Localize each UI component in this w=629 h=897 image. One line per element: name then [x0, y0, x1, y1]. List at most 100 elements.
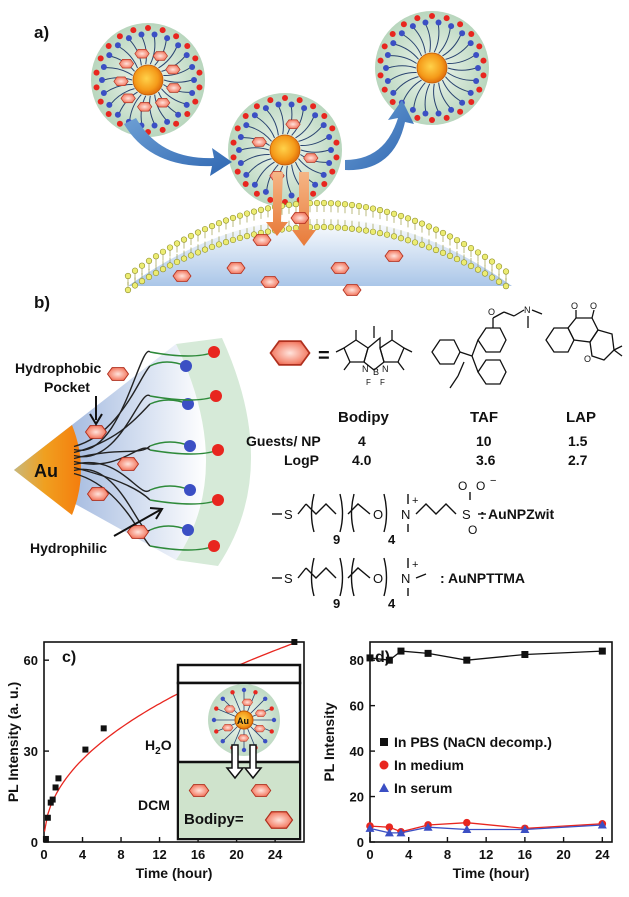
svg-text:B: B — [373, 367, 379, 377]
data-point — [385, 823, 394, 832]
inset-bodipy-label: Bodipy= — [184, 811, 244, 828]
svg-text:N: N — [362, 364, 369, 374]
right-transfer-arrow — [345, 100, 414, 171]
logp-lap: 2.7 — [568, 452, 588, 468]
nanoparticle-group — [91, 11, 489, 207]
hydrophilic-arrow — [113, 509, 161, 537]
data-point — [385, 656, 393, 664]
legend-marker — [379, 760, 389, 770]
ligand-ttma-structure — [272, 557, 427, 597]
data-point — [55, 775, 62, 782]
svg-text:O: O — [468, 523, 477, 537]
data-point — [463, 656, 471, 664]
y-tick-label: 30 — [24, 744, 38, 759]
x-tick-label: 0 — [366, 847, 373, 862]
svg-text:O: O — [584, 354, 591, 364]
x-tick-label: 20 — [556, 847, 570, 862]
data-point — [82, 746, 89, 753]
data-point — [397, 647, 405, 655]
svg-text:N: N — [401, 507, 410, 522]
guests-lap: 1.5 — [568, 433, 588, 449]
svg-text:O: O — [458, 479, 467, 493]
data-point — [365, 823, 375, 832]
logp-bodipy: 4.0 — [352, 452, 372, 468]
guest-name-bodipy: Bodipy — [338, 409, 389, 426]
x-tick-label: 8 — [444, 847, 451, 862]
y-tick-label: 40 — [350, 744, 364, 759]
data-point — [597, 820, 607, 829]
subscript-4-zwit: 4 — [388, 532, 396, 547]
interacting-nanoparticle — [228, 93, 342, 207]
data-point — [463, 818, 471, 827]
data-point — [423, 822, 433, 831]
legend-label: In medium — [394, 757, 464, 773]
plot-frame — [369, 641, 613, 843]
svg-text:S: S — [462, 507, 471, 522]
nanoparticle-wedge — [14, 338, 252, 566]
y-axis-label: PL Intensity (a. u.) — [5, 682, 21, 802]
x-tick-label: 8 — [117, 847, 124, 862]
ligand-zwit-name: : AuNPZwit — [480, 506, 554, 522]
x-tick-label: 24 — [268, 847, 283, 862]
data-point — [521, 651, 529, 658]
svg-text:+: + — [412, 559, 418, 571]
legend-label: In PBS (NaCN decomp.) — [394, 734, 552, 750]
svg-text:S: S — [284, 507, 293, 522]
svg-text:N: N — [401, 571, 410, 586]
y-tick-label: 60 — [24, 653, 38, 668]
inset-dcm-label: DCM — [138, 797, 170, 813]
x-tick-label: 12 — [479, 847, 493, 862]
x-tick-label: 16 — [191, 847, 205, 862]
ligand-ttma-name: : AuNPTTMA — [440, 570, 525, 586]
bodipy-structure — [335, 326, 413, 371]
data-point — [47, 799, 54, 806]
legend-d: In PBS (NaCN decomp.) In medium In serum — [379, 734, 552, 796]
x-tick-label: 12 — [152, 847, 166, 862]
data-point — [291, 639, 298, 645]
ligand-zwit-structure — [272, 492, 486, 533]
taf-structure — [431, 309, 543, 389]
y-tick-label: 80 — [350, 653, 364, 668]
y-tick-label: 60 — [350, 699, 364, 714]
guest-name-taf: TAF — [470, 409, 498, 426]
svg-text:O: O — [488, 307, 495, 317]
svg-text:O: O — [373, 571, 383, 586]
inset-diagram: Au — [176, 663, 302, 841]
data-point — [100, 725, 107, 732]
y-tick-label: 20 — [350, 790, 364, 805]
panel-b-label: b) — [34, 293, 50, 312]
cell-membrane — [124, 199, 512, 294]
x-tick-label: 24 — [595, 847, 610, 862]
series-line — [369, 650, 603, 661]
y-tick-label: 0 — [357, 835, 364, 850]
svg-text:N: N — [382, 364, 389, 374]
subscript-9-zwit: 9 — [333, 532, 340, 547]
svg-text:O: O — [571, 301, 578, 311]
subscript-4-ttma: 4 — [388, 596, 396, 611]
svg-text:F: F — [366, 378, 371, 387]
legend-marker — [380, 738, 388, 746]
release-arrows — [266, 172, 316, 246]
panel-c-label: c) — [62, 649, 76, 666]
plot-frame — [43, 641, 305, 843]
equals-sign: = — [318, 345, 330, 367]
data-point — [462, 825, 472, 833]
lap-structure — [545, 309, 623, 361]
svg-text:−: − — [490, 475, 496, 487]
data-point — [42, 835, 49, 842]
svg-text:F: F — [380, 378, 385, 387]
svg-text:S: S — [284, 571, 293, 586]
hydrophobic-label: Hydrophobic — [15, 360, 102, 376]
data-point — [366, 654, 374, 662]
panel-a-label: a) — [34, 23, 49, 42]
x-axis-label: Time (hour) — [453, 865, 530, 881]
inset-au-label: Au — [237, 716, 249, 726]
svg-text:O: O — [476, 479, 485, 493]
data-point — [52, 784, 59, 791]
legend-marker — [379, 783, 389, 792]
data-point — [424, 649, 432, 657]
subscript-9-ttma: 9 — [333, 596, 340, 611]
legend-label: In serum — [394, 780, 452, 796]
